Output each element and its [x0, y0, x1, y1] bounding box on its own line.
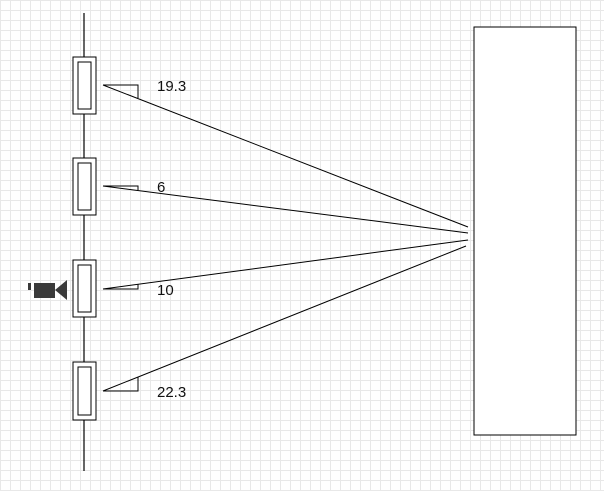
target-rectangle	[473, 26, 577, 436]
angle-label-3: 10	[157, 282, 174, 299]
panel-4	[72, 361, 97, 421]
video-camera-icon	[28, 280, 67, 300]
angle-marker-4	[103, 377, 139, 392]
ray-3	[102, 239, 469, 290]
angle-marker-1	[103, 84, 139, 98]
ray-2	[102, 185, 469, 234]
panel-1	[72, 56, 97, 115]
angle-marker-2	[103, 185, 139, 190]
angle-marker-3	[103, 284, 139, 290]
ray-4	[102, 245, 467, 392]
angle-label-2: 6	[157, 179, 165, 196]
angle-label-4: 22.3	[157, 384, 186, 401]
panel-2	[72, 157, 97, 216]
ray-1	[102, 84, 469, 228]
panel-3	[72, 259, 97, 318]
angle-label-1: 19.3	[157, 78, 186, 95]
